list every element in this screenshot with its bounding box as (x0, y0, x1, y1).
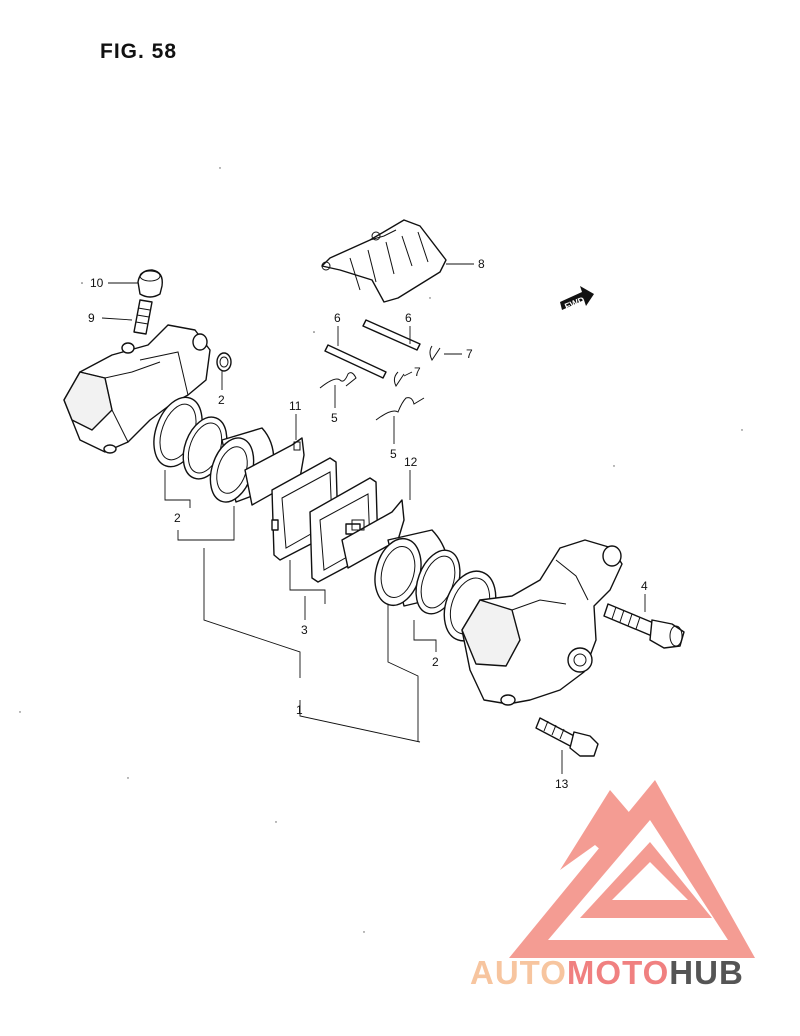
caliper-bolt (603, 603, 685, 649)
callout-13: 13 (555, 777, 569, 791)
callout-11: 11 (289, 399, 302, 413)
pin-clip-2 (429, 345, 441, 361)
callout-7-left: 7 (414, 365, 421, 379)
scan-specks (19, 167, 743, 933)
pad-shim-right (341, 499, 405, 569)
right-caliper-body (461, 539, 623, 706)
brand-moto: MOTO (567, 954, 669, 991)
pad-spring (321, 219, 447, 303)
pad-pin-left (324, 344, 387, 379)
callout-10: 10 (90, 276, 104, 290)
bleeder-cap (137, 269, 163, 298)
callout-2-left: 2 (174, 511, 181, 525)
callout-6-left: 6 (334, 311, 341, 325)
left-caliper-body (63, 324, 211, 454)
watermark-brand-text: AUTOMOTOHUB (470, 954, 744, 991)
callout-3: 3 (301, 623, 308, 637)
brand-hub: HUB (669, 954, 744, 991)
callout-2-right: 2 (432, 655, 439, 669)
fwd-direction-arrow: FWD (560, 286, 594, 312)
callout-7-right: 7 (466, 347, 473, 361)
pad-pin-right (362, 319, 421, 351)
callout-9: 9 (88, 311, 95, 325)
pad-shim (244, 437, 305, 506)
seal-ring-small (216, 352, 232, 372)
callout-5-left: 5 (331, 411, 338, 425)
logo-core-cut (612, 862, 688, 900)
logo-m-stroke (560, 790, 640, 870)
figure-title: FIG. 58 (100, 40, 178, 63)
pad-retainer-spring-2 (375, 397, 425, 421)
brand-auto: AUTO (470, 954, 567, 991)
callout-5-right: 5 (390, 447, 397, 461)
fwd-label: FWD (563, 295, 586, 312)
mounting-bolt (535, 717, 599, 757)
watermark-logo (509, 780, 755, 958)
callout-2-top: 2 (218, 393, 225, 407)
pad-retainer-spring-1 (319, 372, 357, 389)
bleeder-screw (133, 299, 153, 335)
callout-8: 8 (478, 257, 485, 271)
callout-4: 4 (641, 579, 648, 593)
callout-1: 1 (296, 703, 303, 717)
leader-lines (101, 263, 646, 774)
pin-clip-1 (393, 371, 405, 387)
callout-12: 12 (404, 455, 418, 469)
callout-numbers: 10 9 2 8 6 6 7 7 5 5 11 12 2 3 2 1 4 13 (88, 257, 648, 791)
callout-6-right: 6 (405, 311, 412, 325)
